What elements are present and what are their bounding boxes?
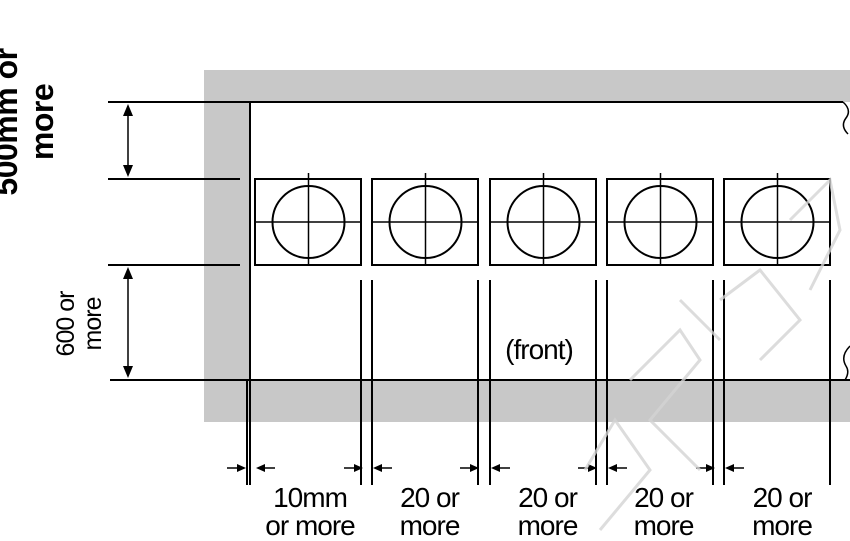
- watermark: [583, 176, 842, 531]
- outdoor-unit-5: [723, 173, 831, 266]
- gap-label-2-line2: more: [399, 510, 461, 541]
- front-label-bg: [478, 328, 600, 370]
- units-group: [254, 173, 831, 266]
- gap-label-1: 10mm or more: [250, 484, 370, 540]
- front-clearance-dimension: [123, 267, 133, 378]
- gap-label-1-line1: 10mm: [273, 482, 348, 513]
- gap-label-5-line1: 20 or: [752, 482, 813, 513]
- gap-label-5: 20 or more: [724, 484, 840, 540]
- front-clearance-label: 600 or more: [52, 269, 111, 379]
- wall-break-mark-bottom: [843, 345, 850, 381]
- gap-dimension-arrows: [227, 464, 744, 472]
- top-clearance-dimension: [123, 104, 133, 177]
- top-clearance-label: 500mm or more: [0, 37, 92, 207]
- gap-label-2-line1: 20 or: [400, 482, 460, 513]
- top-clearance-label-line1: 500mm or: [0, 48, 24, 196]
- gap-arrow-5: [696, 464, 744, 472]
- outdoor-unit-1: [254, 173, 362, 266]
- unit-side-lines: [246, 280, 831, 485]
- gap-label-2: 20 or more: [372, 484, 487, 540]
- gap-label-1-line2: or more: [265, 510, 355, 541]
- top-clearance-label-line2: more: [24, 83, 60, 161]
- front-label: (front): [505, 334, 573, 365]
- gap-label-5-line2: more: [752, 510, 813, 541]
- gap-label-3: 20 or more: [490, 484, 605, 540]
- gap-arrow-1: [227, 464, 275, 472]
- wall-break-mark-top: [842, 101, 850, 135]
- outdoor-unit-3: [489, 173, 597, 266]
- gap-label-3-line2: more: [517, 510, 579, 541]
- outdoor-unit-4: [606, 173, 714, 266]
- gap-label-4-line1: 20 or: [634, 482, 694, 513]
- front-clearance-label-line2: more: [79, 297, 107, 351]
- gap-label-3-line1: 20 or: [518, 482, 578, 513]
- gap-label-4: 20 or more: [606, 484, 721, 540]
- outdoor-unit-2: [371, 173, 479, 266]
- gap-label-4-line2: more: [633, 510, 695, 541]
- gap-arrow-2: [344, 464, 392, 472]
- gap-arrow-3: [460, 464, 510, 472]
- front-clearance-label-line1: 600 or: [52, 291, 80, 357]
